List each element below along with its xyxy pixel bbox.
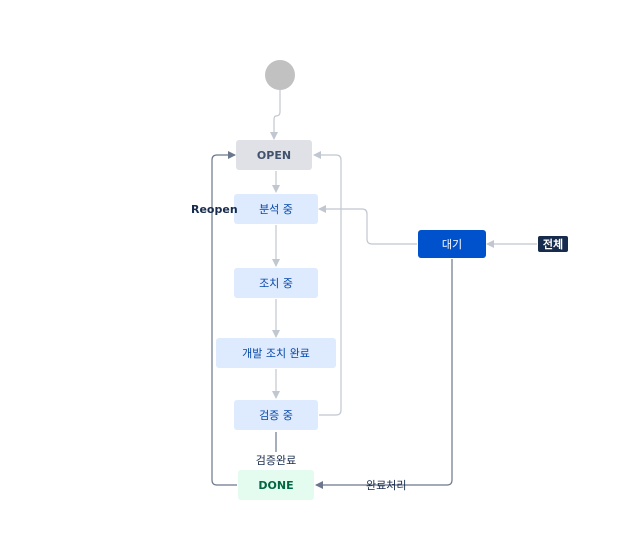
status-analysis[interactable]: 분석 중 (234, 194, 318, 224)
connector-wait-done (315, 259, 453, 489)
status-open-label: OPEN (257, 149, 291, 162)
status-verify[interactable]: 검증 중 (234, 400, 318, 430)
connector-wait-analysis (318, 205, 417, 245)
status-open[interactable]: OPEN (236, 140, 312, 170)
status-dev-done-label: 개발 조치 완료 (242, 347, 310, 360)
status-analysis-label: 분석 중 (259, 203, 293, 216)
connector-start-open (270, 89, 281, 140)
transition-all-label: 전체 (543, 237, 563, 251)
transition-verify-complete-label[interactable]: 검증완료 (256, 454, 296, 467)
status-done[interactable]: DONE (238, 470, 314, 500)
start-node (265, 60, 295, 90)
status-action[interactable]: 조치 중 (234, 268, 318, 298)
status-done-label: DONE (258, 479, 293, 492)
status-dev-done[interactable]: 개발 조치 완료 (216, 338, 336, 368)
status-wait[interactable]: 대기 (418, 230, 486, 258)
transition-all-badge[interactable]: 전체 (538, 236, 568, 252)
status-wait-label: 대기 (442, 238, 462, 251)
status-verify-label: 검증 중 (259, 409, 293, 422)
connector-verify-open-loop (313, 151, 342, 416)
transition-complete-label[interactable]: 완료처리 (366, 479, 406, 492)
status-action-label: 조치 중 (259, 277, 293, 290)
connectors-dark (211, 151, 453, 489)
connector-done-reopen (211, 151, 237, 486)
connectors-light (270, 89, 537, 416)
transition-reopen-label[interactable]: Reopen (191, 203, 238, 216)
